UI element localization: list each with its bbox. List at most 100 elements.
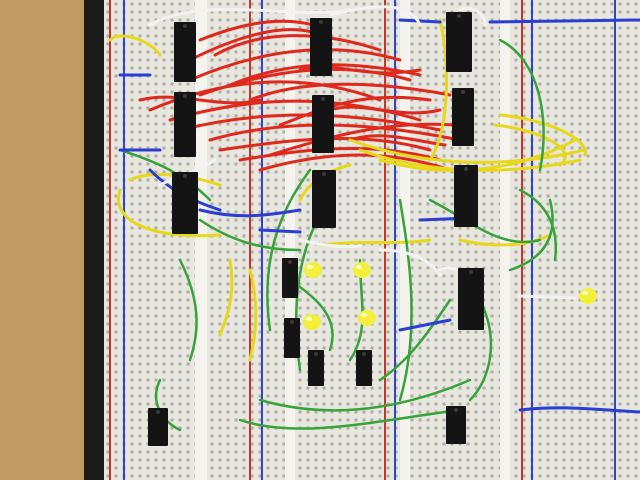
yellow-jumper-wire — [498, 113, 587, 157]
yellow-jumper-wire — [348, 138, 587, 164]
yellow-jumper-wire — [318, 238, 432, 247]
led-highlight — [582, 291, 588, 295]
blue-jumper-wire — [398, 318, 452, 332]
yellow-led — [358, 310, 376, 326]
green-jumper-wire — [288, 278, 334, 352]
yellow-jumper-wire — [493, 123, 567, 167]
red-jumper-wire — [213, 34, 382, 57]
yellow-jumper-wire — [248, 268, 258, 362]
ic-chips — [148, 12, 484, 446]
ic-chip — [454, 165, 478, 227]
yellow-led — [304, 262, 322, 278]
red-jumper-wire — [268, 122, 457, 157]
yellow-jumper-wire — [108, 34, 162, 57]
ic-chip — [282, 258, 298, 298]
white-jumper-wire — [458, 6, 487, 27]
led-highlight — [306, 317, 312, 321]
blue-jumper-wire — [258, 228, 302, 234]
white-jumper-wire — [328, 5, 422, 27]
ic-chip — [172, 172, 198, 234]
red-jumper-wire — [278, 95, 432, 127]
ic-notch — [183, 174, 187, 178]
green-jumper-wire — [178, 258, 198, 362]
ic-notch — [461, 90, 465, 94]
green-jumper-wire — [518, 188, 558, 262]
ic-chip — [312, 170, 336, 228]
blue-jumper-wire — [198, 208, 302, 218]
yellow-jumper-wire — [128, 173, 222, 187]
ic-chip — [356, 350, 372, 386]
ic-chip — [284, 318, 300, 358]
yellow-jumper-wire — [218, 258, 234, 337]
white-jumper-wire — [378, 248, 442, 277]
ic-notch — [156, 410, 160, 414]
yellow-jumper-wire — [458, 233, 552, 247]
ic-chip — [308, 350, 324, 386]
ic-notch — [183, 24, 187, 28]
ic-notch — [362, 352, 366, 356]
red-jumper-wire — [238, 146, 442, 162]
yellow-led — [579, 288, 597, 304]
ic-notch — [457, 14, 461, 18]
green-jumper-wire — [498, 38, 545, 172]
ic-notch — [321, 97, 325, 101]
red-jumper-wire — [258, 153, 452, 172]
ic-chip — [312, 95, 334, 153]
green-jumper-wire — [258, 378, 472, 412]
ic-notch — [454, 408, 458, 412]
ic-chip — [452, 88, 474, 146]
green-jumper-wire — [238, 408, 462, 430]
red-jumper-wire — [188, 48, 402, 82]
green-jumper-wire — [266, 168, 312, 332]
red-jumper-wire — [328, 105, 442, 115]
white-jumper-wire — [298, 238, 362, 249]
led-highlight — [361, 313, 367, 317]
yellow-led — [303, 314, 321, 330]
ic-notch — [469, 270, 473, 274]
red-jumper-wire — [138, 95, 262, 105]
ic-chip — [174, 22, 196, 82]
white-jumper-wire — [148, 8, 352, 27]
blue-jumper-wire — [518, 406, 640, 414]
ic-chip — [174, 92, 196, 157]
green-jumper-wire — [508, 198, 554, 272]
ic-notch — [322, 172, 326, 176]
yellow-jumper-wire — [378, 138, 577, 172]
center-channel — [285, 0, 295, 480]
yellow-led — [353, 262, 371, 278]
board-frame — [84, 0, 106, 480]
red-jumper-wire — [348, 134, 447, 147]
blue-jumper-wire — [398, 18, 442, 24]
white-jumper-wire — [518, 294, 577, 300]
wire-bundle — [108, 5, 640, 432]
table-shadow — [0, 0, 100, 480]
green-jumper-wire — [378, 298, 452, 382]
yellow-jumper-wire — [428, 18, 449, 162]
ic-notch — [319, 20, 323, 24]
ic-notch — [464, 167, 468, 171]
led-highlight — [307, 265, 313, 269]
yellow-jumper-wire — [117, 188, 222, 238]
ic-chip — [310, 18, 332, 76]
ic-notch — [288, 260, 292, 264]
ic-chip — [458, 268, 484, 330]
ic-notch — [314, 352, 318, 356]
green-jumper-wire — [118, 148, 212, 202]
blue-jumper-wire — [488, 18, 640, 24]
ic-chip — [446, 406, 466, 444]
green-jumper-wire — [398, 198, 413, 402]
yellow-leds — [303, 262, 597, 330]
green-jumper-wire — [428, 198, 542, 244]
ic-chip — [148, 408, 168, 446]
ic-notch — [183, 94, 187, 98]
breadboard — [84, 0, 640, 480]
green-jumper-wire — [468, 298, 493, 402]
red-jumper-wire — [248, 82, 452, 102]
green-jumper-wire — [198, 218, 302, 252]
led-highlight — [356, 265, 362, 269]
ic-chip — [446, 12, 472, 72]
ic-notch — [290, 320, 294, 324]
center-channel — [195, 0, 207, 480]
